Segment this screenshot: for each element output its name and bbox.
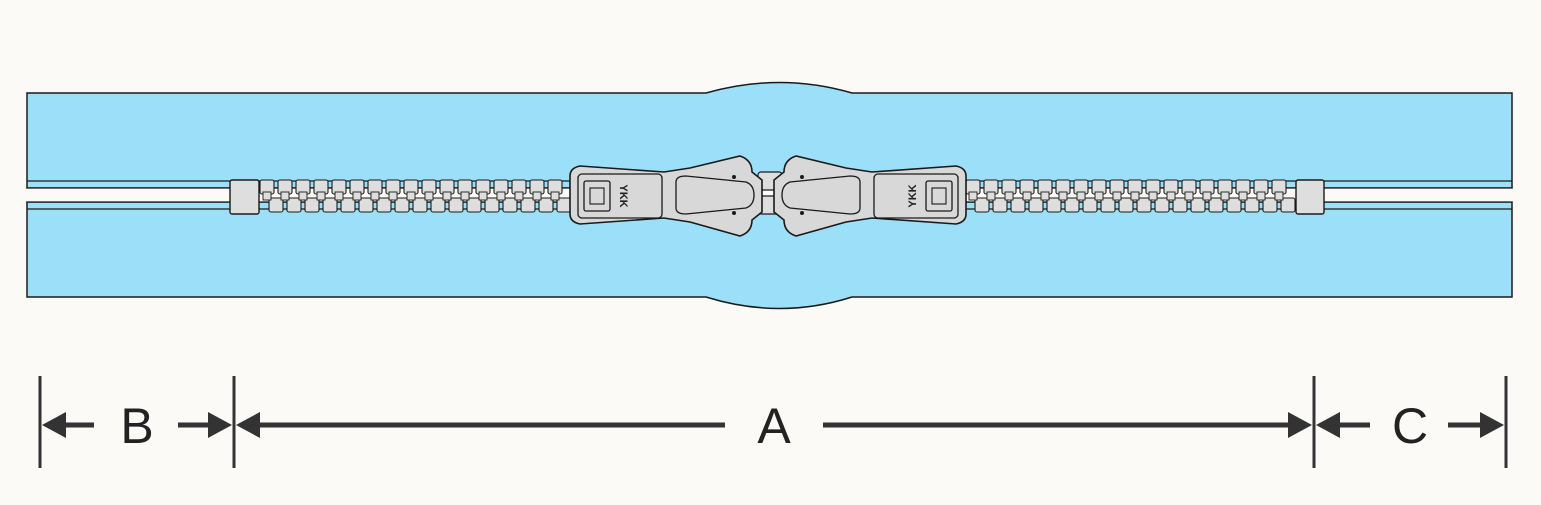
slider-left: YKK — [569, 155, 763, 237]
zipper-tooth-bottom — [1118, 197, 1134, 213]
zipper-tooth-bottom — [1154, 197, 1170, 213]
dimension-a-label: A — [757, 398, 791, 454]
zipper-tooth-neck — [968, 191, 978, 201]
slider-right-pull-tab — [781, 175, 861, 215]
zipper-tooth-bottom — [1100, 197, 1116, 213]
zipper-tooth-neck — [1130, 191, 1140, 201]
zipper-tooth-neck — [1238, 191, 1248, 201]
zipper-tooth-bottom — [974, 197, 990, 213]
slider-right-brand: YKK — [907, 184, 919, 207]
zipper-tooth-neck — [316, 191, 326, 201]
dimension-c-label: C — [1392, 398, 1428, 454]
zipper-tooth-neck — [1220, 191, 1230, 201]
zipper-tooth-neck — [262, 191, 272, 201]
zipper-tooth-bottom — [1064, 197, 1080, 213]
zipper-tooth-neck — [1148, 191, 1158, 201]
zipper-tooth-neck — [352, 191, 362, 201]
slider-left-brand: YKK — [617, 184, 629, 207]
zipper-tooth-bottom — [1172, 197, 1188, 213]
zipper-tooth-neck — [1076, 191, 1086, 201]
zipper-tooth-bottom — [502, 197, 518, 213]
zipper-tooth-bottom — [1208, 197, 1224, 213]
arrow-head-icon — [1288, 412, 1312, 438]
zipper-tooth-neck — [986, 191, 996, 201]
arrow-head-icon — [1480, 412, 1504, 438]
zipper-tooth-neck — [298, 191, 308, 201]
zipper-tooth-bottom — [1028, 197, 1044, 213]
zipper-tooth-bottom — [1046, 197, 1062, 213]
zipper-tooth-neck — [1112, 191, 1122, 201]
zipper-tooth-neck — [388, 191, 398, 201]
arrow-head-icon — [42, 412, 66, 438]
zipper-tooth-bottom — [538, 197, 554, 213]
zipper-tooth-bottom — [1226, 197, 1242, 213]
zipper-tooth-neck — [334, 191, 344, 201]
zipper-tooth-bottom — [376, 197, 392, 213]
zipper-tooth-bottom — [1244, 197, 1260, 213]
dimension-b-label: B — [120, 398, 153, 454]
zipper-tooth-bottom — [1190, 197, 1206, 213]
arrow-head-icon — [236, 412, 260, 438]
teeth-right — [965, 179, 1296, 213]
zipper-tooth-bottom — [448, 197, 464, 213]
zipper-tooth-neck — [280, 191, 290, 201]
zipper-tooth-neck — [514, 191, 524, 201]
zipper-tooth-neck — [1184, 191, 1194, 201]
zipper-tooth-neck — [1022, 191, 1032, 201]
zipper-tooth-bottom — [286, 197, 302, 213]
zipper-tooth-neck — [370, 191, 380, 201]
zipper-tooth-bottom — [322, 197, 338, 213]
arrow-head-icon — [1316, 412, 1340, 438]
zipper-tooth-bottom — [340, 197, 356, 213]
zipper-tooth-neck — [424, 191, 434, 201]
zipper-tooth-neck — [1058, 191, 1068, 201]
zipper-tooth-bottom — [268, 197, 284, 213]
zipper-tooth-neck — [442, 191, 452, 201]
zipper-tooth-bottom — [1010, 197, 1026, 213]
zipper-tooth-neck — [496, 191, 506, 201]
upper-tape — [26, 81, 1513, 189]
zipper-tooth-neck — [478, 191, 488, 201]
zipper-tooth-bottom — [1136, 197, 1152, 213]
zipper-tooth-bottom — [520, 197, 536, 213]
zipper-tooth-neck — [1274, 191, 1284, 201]
zipper-tooth-bottom — [466, 197, 482, 213]
zipper-tooth-bottom — [992, 197, 1008, 213]
zipper-tooth-neck — [1256, 191, 1266, 201]
slider-right: YKK — [773, 155, 967, 237]
zipper-tooth-bottom — [1082, 197, 1098, 213]
zipper-tooth-neck — [550, 191, 560, 201]
zipper-tooth-neck — [1202, 191, 1212, 201]
zipper-tooth-neck — [406, 191, 416, 201]
zipper-tooth-bottom — [394, 197, 410, 213]
slider-left-window — [583, 180, 611, 212]
zipper-tooth-bottom — [1262, 197, 1278, 213]
zipper-tooth-bottom — [358, 197, 374, 213]
slider-left-pull-tab — [675, 175, 755, 215]
zipper-tooth-bottom — [304, 197, 320, 213]
zipper-tooth-neck — [1004, 191, 1014, 201]
dimension-markers: B A C — [38, 376, 1508, 468]
arrow-head-icon — [208, 412, 232, 438]
zipper-tooth-neck — [1166, 191, 1176, 201]
zipper-tooth-neck — [460, 191, 470, 201]
bottom-stop-left — [229, 179, 260, 215]
lower-tape — [26, 201, 1513, 310]
zipper-tooth-bottom — [430, 197, 446, 213]
zipper-tooth-neck — [1040, 191, 1050, 201]
bottom-stop-right — [1295, 179, 1325, 215]
slider-right-window — [925, 180, 953, 212]
zipper-tooth-bottom — [484, 197, 500, 213]
zipper-tooth-bottom — [412, 197, 428, 213]
zipper-tooth-neck — [1094, 191, 1104, 201]
teeth-left — [259, 179, 572, 213]
zipper-tooth-bottom — [1280, 197, 1296, 213]
zipper-tooth-neck — [532, 191, 542, 201]
